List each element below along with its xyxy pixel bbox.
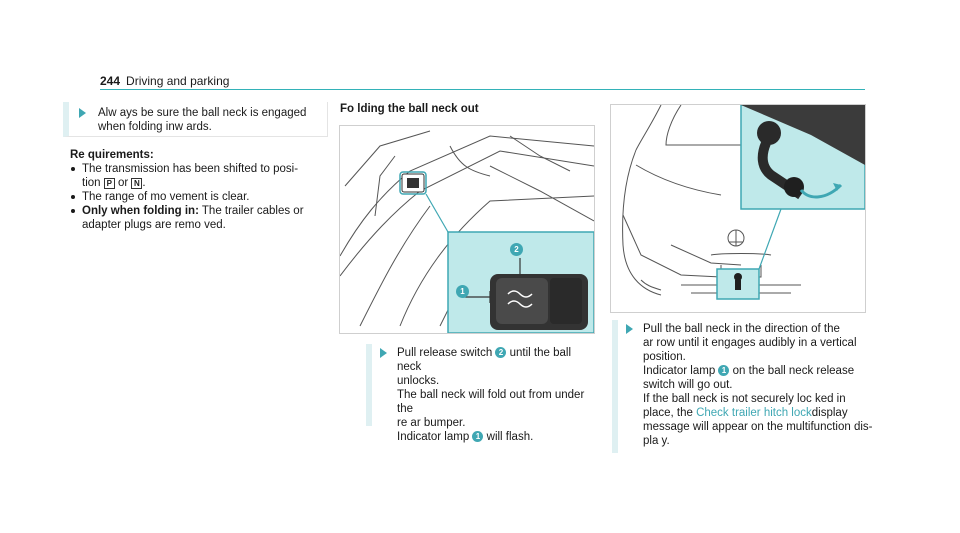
display-message-link[interactable]: Check trailer hitch lock (696, 407, 812, 419)
callout-2: 2 (510, 243, 523, 256)
instruction-text: on the ball neck release (729, 365, 855, 377)
instruction-text: Pull the ball neck in the direction of t… (643, 322, 872, 448)
note-line: Alw ays be sure the ball neck is engaged (98, 107, 307, 119)
instruction-line: position. (643, 351, 686, 363)
requirement-text: The trailer cables or (198, 205, 304, 217)
requirements-title: Re quirements: (70, 149, 154, 161)
callout-1-inline: 1 (472, 431, 484, 442)
requirement-text: The transmission has been shifted to pos… (82, 163, 299, 175)
section-name: Driving and parking (126, 74, 230, 88)
requirement-text: tion (82, 177, 101, 189)
ball-neck-figure (610, 104, 866, 313)
callout-1-inline: 1 (718, 365, 730, 376)
instruction-text: place, the (643, 407, 697, 419)
requirement-text: . (142, 177, 146, 189)
instruction-line: Pull the ball neck in the direction of t… (643, 323, 840, 335)
step-arrow-icon (626, 324, 633, 334)
trunk-switch-figure: 1 2 (339, 125, 595, 334)
car-rear-illustration (622, 105, 865, 300)
requirement-item: Only when folding in: The trailer cables… (70, 204, 320, 232)
note-text: Alw ays be sure the ball neck is engaged… (98, 106, 306, 134)
instruction-step: Pull release switch 2 until the ball nec… (372, 344, 597, 444)
gear-p-icon: P (103, 178, 115, 189)
instruction-line: pla y. (643, 435, 670, 447)
instruction-text: will flash. (483, 431, 534, 443)
instruction-line: ar row until it engages audibly in a ver… (643, 337, 857, 349)
instruction-line: If the ball neck is not securely loc ked… (643, 393, 846, 405)
step-pull-switch: Pull release switch 2 until the ball nec… (366, 344, 597, 443)
requirement-text: adapter plugs are remo ved. (82, 219, 226, 231)
instruction-text: Indicator lamp (397, 431, 473, 443)
instruction-line: re ar bumper. (397, 417, 466, 429)
instruction-step: Pull the ball neck in the direction of t… (618, 320, 873, 448)
requirements-list: The transmission has been shifted to pos… (70, 162, 320, 232)
callout-2-inline: 2 (495, 347, 507, 358)
step-pull-ball-neck: Pull the ball neck in the direction of t… (612, 320, 873, 453)
requirement-condition: Only when folding in: (82, 205, 199, 217)
requirement-text: or (117, 177, 129, 189)
instruction-line: unlocks. (397, 375, 440, 387)
trunk-illustration (340, 130, 594, 333)
instruction-text: Pull release switch 2 until the ball nec… (397, 346, 597, 444)
page-number: 244 (100, 74, 121, 88)
requirement-item: The transmission has been shifted to pos… (70, 162, 320, 190)
section-title: Fo lding the ball neck out (340, 103, 479, 115)
requirements: Re quirements: The transmission has been… (70, 148, 320, 232)
instruction-text: display (811, 407, 848, 419)
header-rule (100, 89, 865, 90)
callout-1: 1 (456, 285, 469, 298)
requirement-item: The range of mo vement is clear. (70, 190, 320, 204)
page-header: 244 Driving and parking (100, 74, 229, 88)
instruction-line: The ball neck will fold out from under t… (397, 389, 585, 415)
requirement-text: The range of mo vement is clear. (82, 191, 250, 203)
step-arrow-icon (79, 108, 86, 118)
instruction-text: Pull release switch (397, 347, 496, 359)
note-line: when folding inw ards. (98, 121, 212, 133)
note-box: Alw ays be sure the ball neck is engaged… (63, 102, 328, 137)
instruction-line: switch will go out. (643, 379, 733, 391)
instruction-text: until the ball neck (397, 347, 572, 373)
step-arrow-icon (380, 348, 387, 358)
gear-n-icon: N (131, 178, 143, 189)
note-step: Alw ays be sure the ball neck is engaged… (69, 102, 327, 134)
instruction-text: Indicator lamp (643, 365, 719, 377)
instruction-line: message will appear on the multifunction… (643, 421, 873, 433)
